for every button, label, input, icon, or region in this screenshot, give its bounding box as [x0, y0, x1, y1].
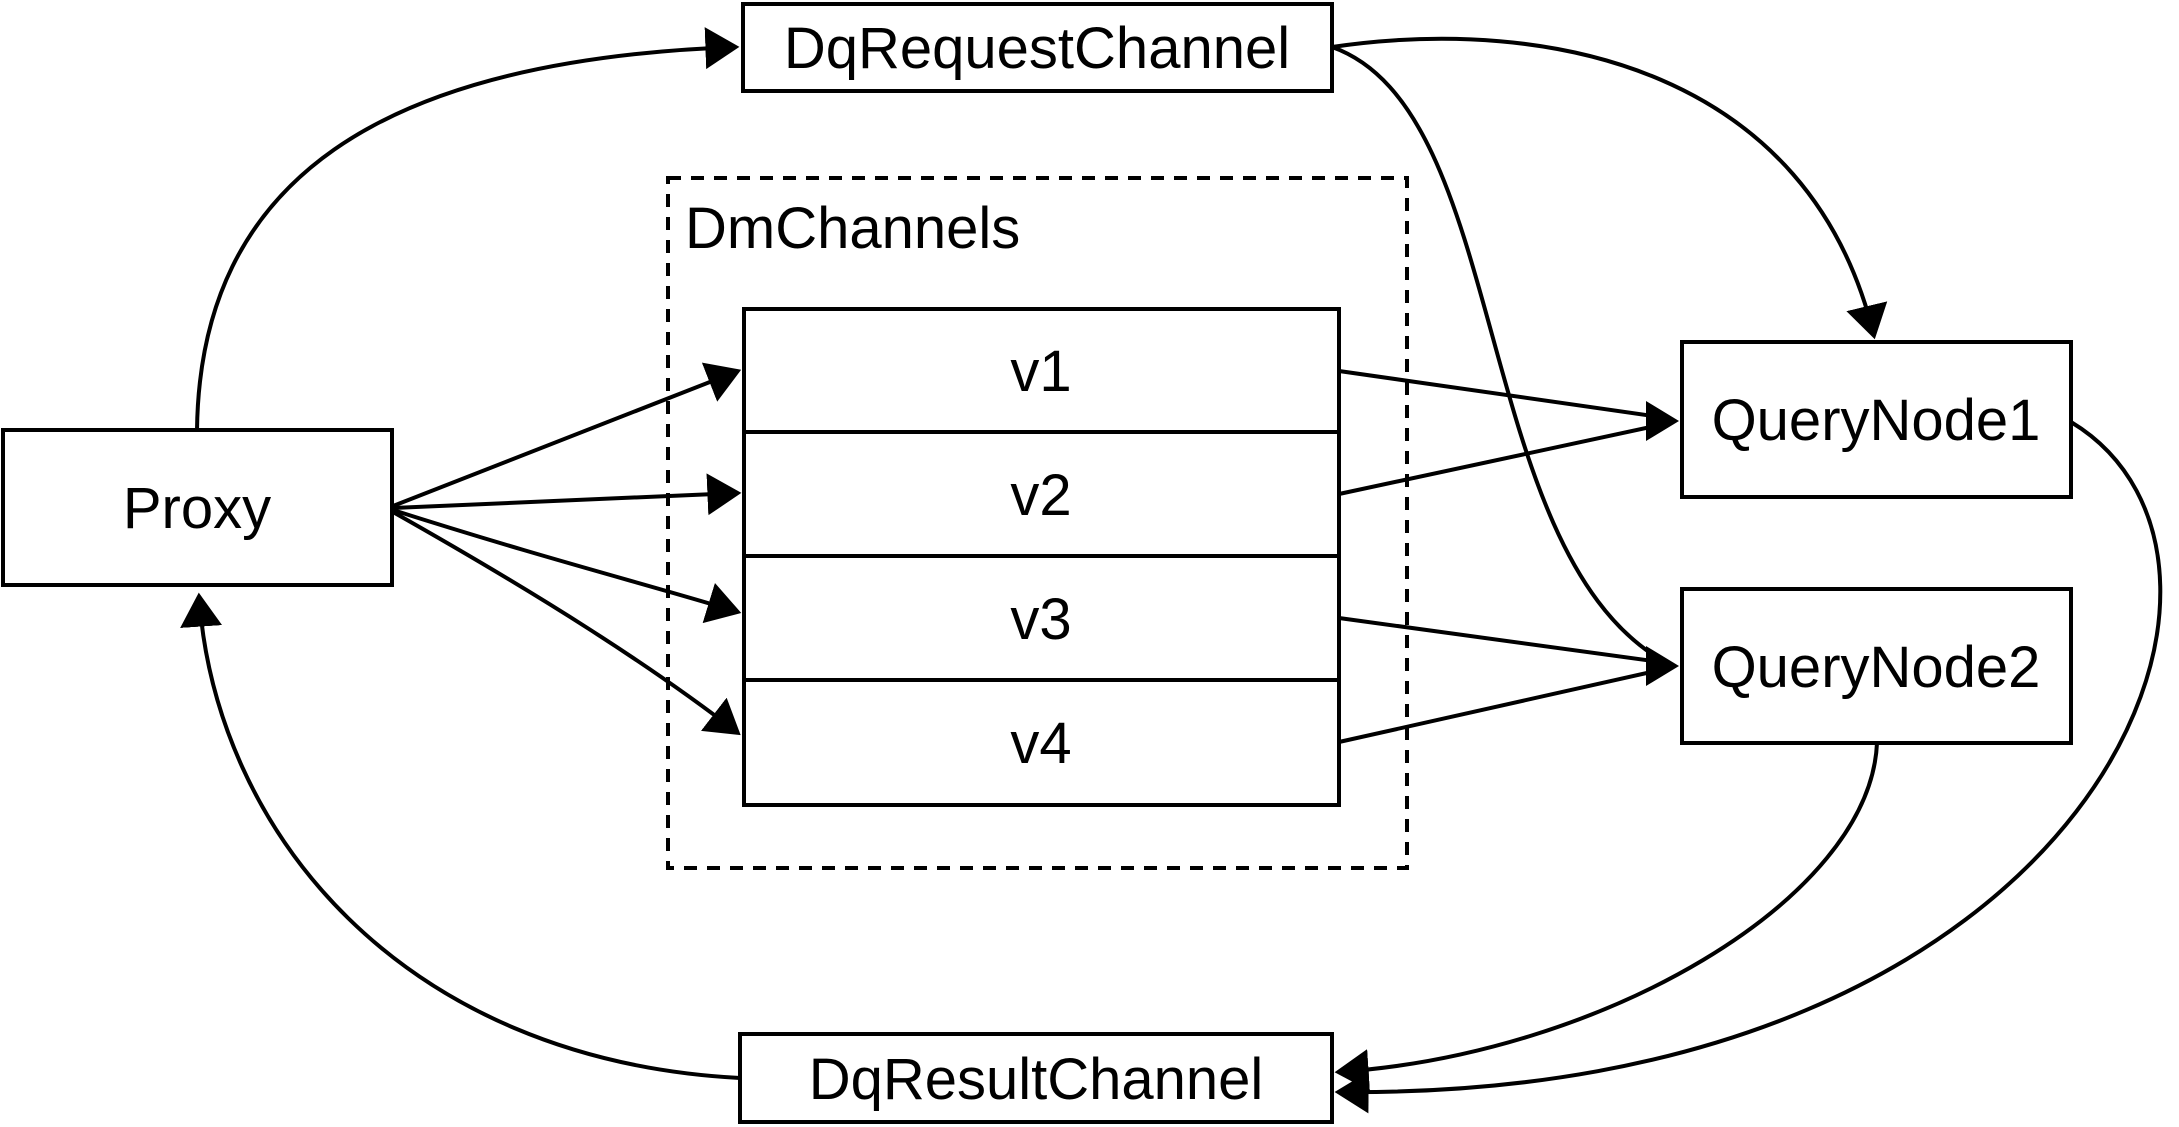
svg-text:Proxy: Proxy [123, 476, 271, 541]
node-proxy: Proxy [1, 428, 394, 587]
node-query-node-1: QueryNode1 [1680, 340, 2073, 499]
edge-proxy-to-v4 [392, 510, 741, 736]
dm-channels-label: DmChannels [685, 196, 1020, 261]
edge-v2-to-query-node-1 [1338, 423, 1661, 496]
svg-text:DqResultChannel: DqResultChannel [809, 1047, 1264, 1112]
svg-text:QueryNode1: QueryNode1 [1712, 388, 2041, 453]
node-dq-result-channel: DqResultChannel [738, 1032, 1334, 1124]
edge-v4-to-query-node-2 [1338, 668, 1661, 744]
edge-dq-request-channel-to-query-node-1 [1331, 36, 1888, 340]
dm-channels-dashed-border [666, 176, 1409, 870]
group-dm-channels: DmChannels v1 v2 v3 v4 [666, 176, 1409, 870]
edge-v3-to-query-node-2 [1338, 616, 1661, 664]
channel-row-v4: v4 [1010, 711, 1071, 776]
channel-row-v1: v1 [1010, 339, 1071, 404]
dm-channels-table: v1 v2 v3 v4 [742, 307, 1341, 807]
channel-row-v3: v3 [1010, 587, 1071, 652]
edge-query-node-1-to-dq-result-channel [1334, 420, 2163, 1114]
edge-proxy-to-dq-request-channel [195, 27, 740, 431]
channel-row-v2: v2 [1010, 463, 1071, 528]
edge-v1-to-query-node-1 [1338, 369, 1661, 419]
edge-dq-result-channel-to-proxy [180, 592, 741, 1080]
edge-query-node-2-to-dq-result-channel [1334, 742, 1879, 1091]
edge-dq-request-channel-to-query-node-2 [1331, 45, 1660, 660]
edge-proxy-to-v1 [392, 362, 742, 508]
node-dq-request-channel: DqRequestChannel [741, 2, 1334, 93]
arrowhead-into-query-node-1 [1646, 401, 1679, 441]
node-query-node-2: QueryNode2 [1680, 587, 2073, 745]
edge-proxy-to-v3 [392, 508, 742, 624]
svg-text:DqRequestChannel: DqRequestChannel [784, 16, 1290, 81]
edge-proxy-to-v2 [392, 473, 742, 516]
svg-text:QueryNode2: QueryNode2 [1712, 635, 2041, 700]
arrowhead-into-query-node-2 [1646, 646, 1679, 686]
